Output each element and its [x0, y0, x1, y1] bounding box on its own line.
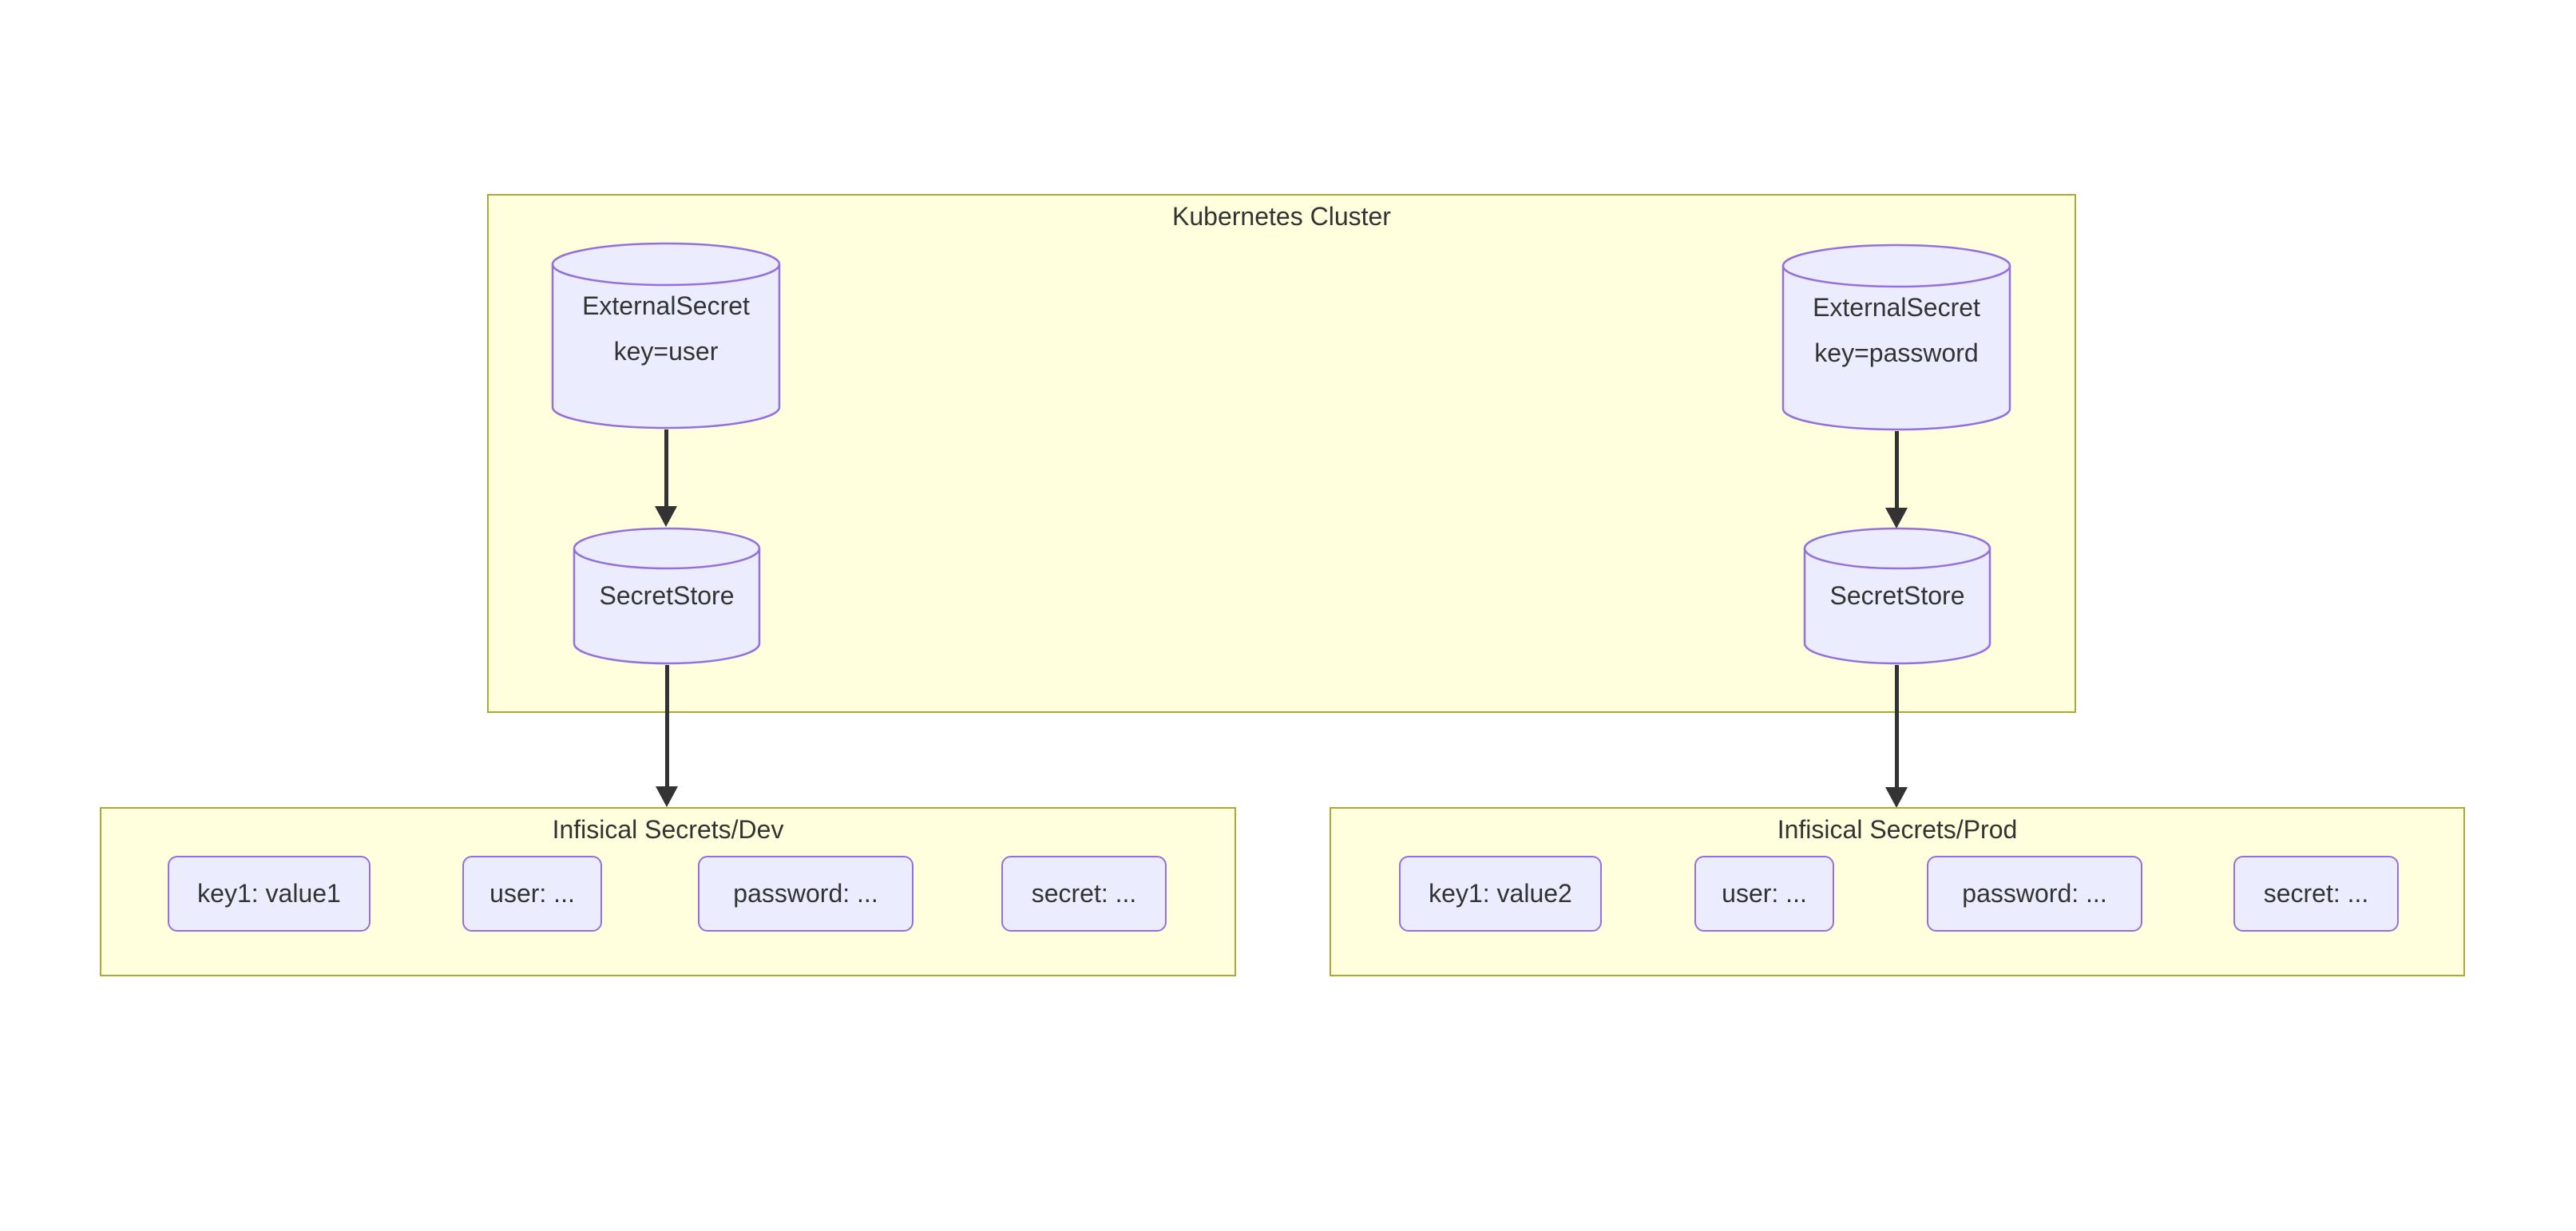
- arrow-shaft: [1894, 665, 1899, 790]
- edge-secretstore-to-infisical-dev: [656, 665, 678, 807]
- node-subtitle: key=user: [613, 336, 719, 366]
- arrow-head-icon: [655, 506, 677, 527]
- arrow-head-icon: [1885, 508, 1908, 528]
- node-title: ExternalSecret: [1813, 292, 1980, 322]
- arrow-head-icon: [1885, 787, 1908, 808]
- arrow-shaft: [664, 665, 669, 790]
- edge-secretstore-to-infisical-prod: [1885, 665, 1908, 808]
- externalsecret-password-cylinder: ExternalSecret key=password: [1781, 243, 2011, 431]
- secretstore-right-cylinder: SecretStore: [1803, 527, 1991, 665]
- group-infisical-secrets-prod: Infisical Secrets/Prod key1: value2 user…: [1330, 807, 2465, 976]
- secretstore-left-cylinder: SecretStore: [573, 527, 761, 665]
- edge-externalsecret-user-to-secretstore: [655, 429, 677, 527]
- secret-node-password-dev: password: ...: [698, 856, 913, 932]
- database-cylinder-icon: [551, 242, 781, 429]
- cylinder-label: ExternalSecret key=user: [551, 235, 781, 422]
- secret-node-password-prod: password: ...: [1927, 856, 2142, 932]
- database-cylinder-icon: [573, 527, 761, 665]
- database-cylinder-icon: [1781, 243, 2011, 431]
- edge-externalsecret-password-to-secretstore: [1885, 431, 1908, 528]
- secret-node-user-dev: user: ...: [462, 856, 602, 932]
- cylinder-label: SecretStore: [1803, 527, 1991, 665]
- secret-node-user-prod: user: ...: [1694, 856, 1834, 932]
- node-title: ExternalSecret: [582, 291, 750, 320]
- node-title: SecretStore: [1829, 581, 1965, 610]
- cluster-title: Kubernetes Cluster: [1172, 202, 1391, 231]
- arrow-shaft: [664, 429, 668, 509]
- node-subtitle: key=password: [1814, 338, 1979, 367]
- cylinder-label: ExternalSecret key=password: [1781, 236, 2011, 424]
- group-infisical-secrets-dev: Infisical Secrets/Dev key1: value1 user:…: [100, 807, 1236, 976]
- secret-node-key1-prod: key1: value2: [1399, 856, 1602, 932]
- cylinder-label: SecretStore: [573, 527, 761, 665]
- group-title: Infisical Secrets/Prod: [1777, 815, 2018, 844]
- secret-node-secret-prod: secret: ...: [2233, 856, 2399, 932]
- group-title: Infisical Secrets/Dev: [552, 815, 784, 844]
- externalsecret-user-cylinder: ExternalSecret key=user: [551, 242, 781, 429]
- node-title: SecretStore: [599, 581, 735, 610]
- arrow-head-icon: [656, 786, 678, 807]
- arrow-shaft: [1894, 431, 1899, 511]
- secret-node-key1-dev: key1: value1: [168, 856, 371, 932]
- secret-node-secret-dev: secret: ...: [1001, 856, 1167, 932]
- database-cylinder-icon: [1803, 527, 1991, 665]
